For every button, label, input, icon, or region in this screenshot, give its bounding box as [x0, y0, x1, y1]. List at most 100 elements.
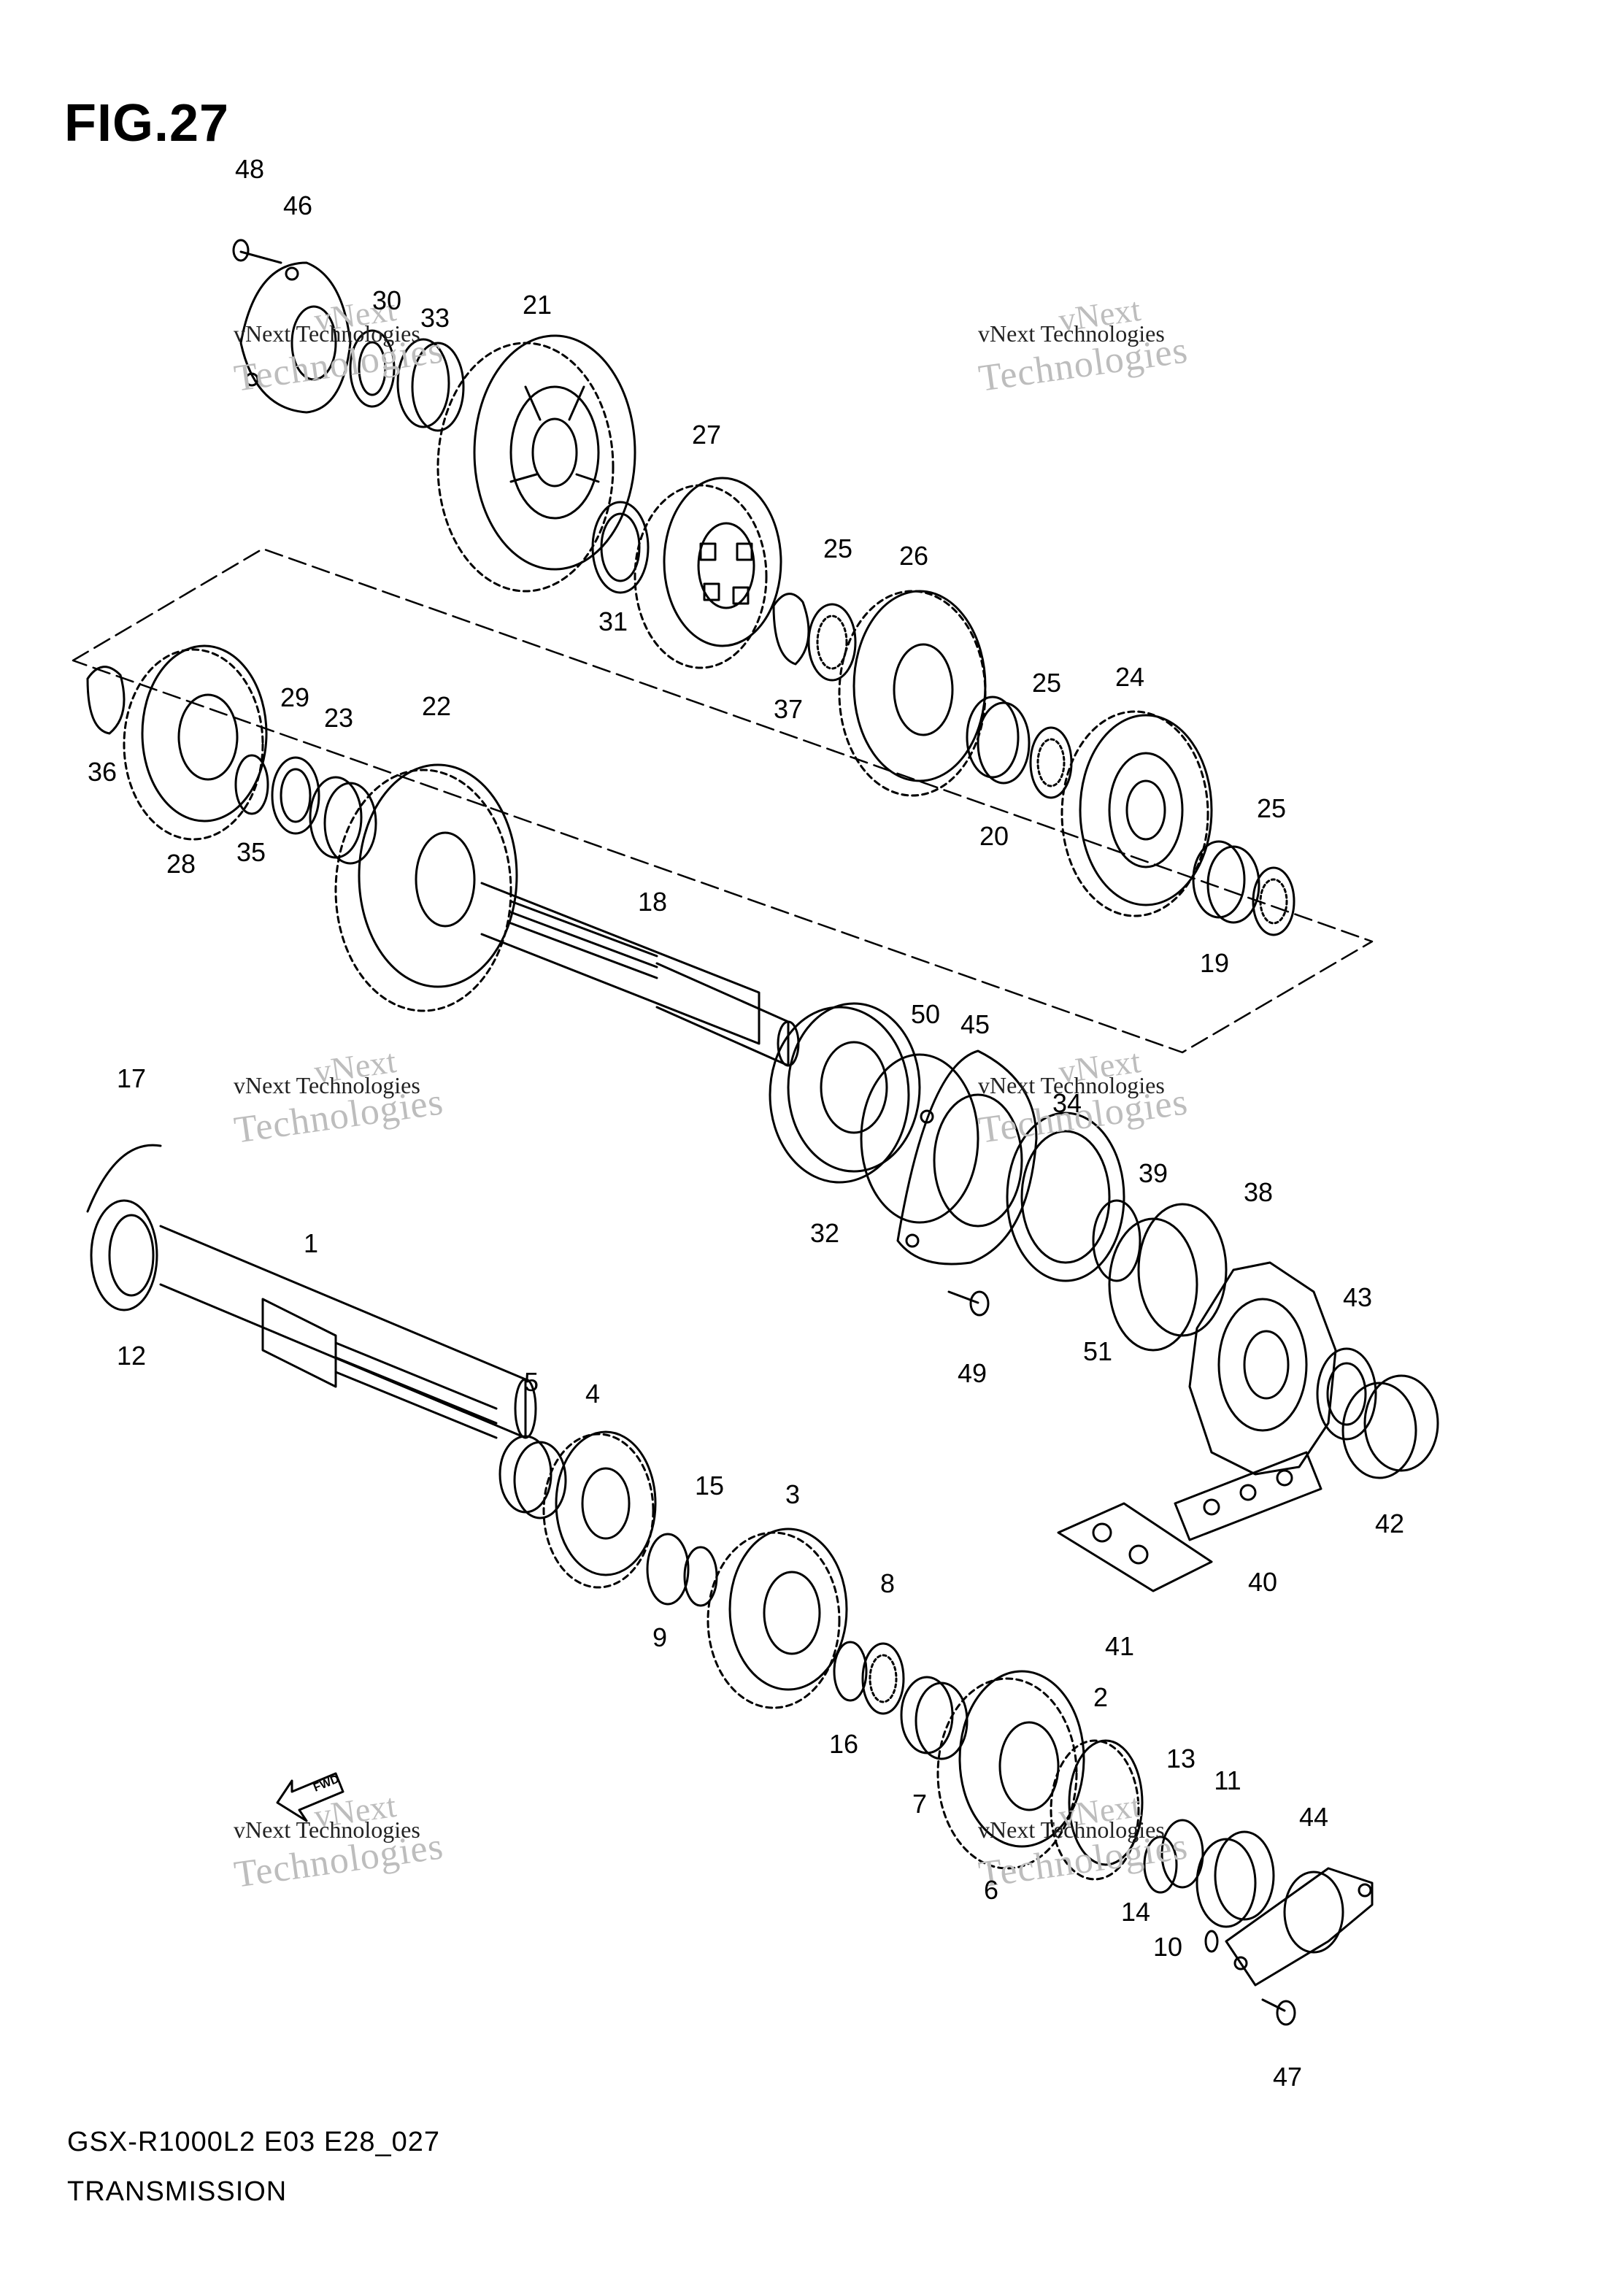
callout-2: 2	[1093, 1682, 1109, 1712]
part-21-gear	[436, 334, 636, 593]
callout-18: 18	[637, 887, 668, 917]
part-36-circlip	[86, 666, 126, 735]
part-2-gear	[1050, 1739, 1144, 1881]
callout-31: 31	[598, 606, 628, 636]
callout-29: 29	[280, 682, 310, 712]
callout-33: 33	[420, 303, 450, 333]
callout-46: 46	[282, 190, 313, 220]
part-25-washer-b	[1029, 726, 1073, 799]
part-18-countershaft	[480, 882, 800, 1067]
callout-41: 41	[1104, 1631, 1135, 1661]
part-43-washer	[1316, 1347, 1377, 1441]
callout-10: 10	[1152, 1932, 1183, 1962]
callout-4: 4	[585, 1379, 601, 1409]
part-22-gear	[334, 763, 518, 1012]
part-40-drive-chain	[1174, 1451, 1322, 1541]
callout-14: 14	[1120, 1897, 1151, 1927]
callout-38: 38	[1243, 1177, 1274, 1207]
callout-3: 3	[785, 1479, 801, 1509]
part-25-washer-a	[807, 603, 857, 682]
callout-13: 13	[1166, 1744, 1196, 1773]
part-8-washer	[861, 1642, 905, 1715]
callout-16: 16	[828, 1729, 859, 1759]
part-30-washer	[349, 329, 396, 408]
callout-23: 23	[323, 703, 354, 733]
part-33-needle-bearing	[396, 338, 465, 432]
callout-43: 43	[1342, 1282, 1373, 1312]
part-15-circlip	[683, 1546, 718, 1607]
callout-17: 17	[116, 1063, 147, 1093]
part-41-chain-joint	[1057, 1502, 1213, 1592]
part-4-gear	[542, 1430, 657, 1589]
part-11-bearing	[1195, 1830, 1275, 1928]
callout-30: 30	[371, 285, 402, 315]
part-37-circlip	[772, 593, 810, 666]
part-39-spacer	[1108, 1203, 1228, 1352]
callout-9: 9	[652, 1622, 668, 1652]
part-44-plate	[1225, 1867, 1374, 1987]
part-7-bushing	[900, 1676, 969, 1760]
fwd-arrow-icon	[276, 1772, 344, 1822]
model-code: GSX-R1000L2 E03 E28_027	[67, 2127, 441, 2157]
part-48-screw	[232, 239, 282, 264]
callout-27: 27	[691, 420, 722, 450]
part-27-gear	[634, 477, 782, 669]
part-47-screw	[1261, 1998, 1296, 2026]
part-3-gear	[706, 1528, 848, 1709]
part-1-mainshaft	[159, 1225, 537, 1439]
part-49-screw	[947, 1290, 990, 1317]
callout-34: 34	[1052, 1088, 1082, 1118]
callout-12: 12	[116, 1341, 147, 1371]
callout-50: 50	[910, 999, 941, 1029]
part-51-o-ring	[1092, 1199, 1141, 1282]
part-38-sprocket	[1188, 1261, 1337, 1476]
part-6-gear	[936, 1670, 1085, 1870]
callout-21: 21	[522, 290, 552, 320]
callout-47: 47	[1272, 2062, 1303, 2092]
part-31-washer	[591, 501, 650, 594]
callout-28: 28	[166, 849, 196, 879]
part-24-gear	[1060, 710, 1213, 917]
callout-49: 49	[957, 1358, 987, 1388]
part-12-oil-seal	[90, 1199, 158, 1311]
figure-title: FIG.27	[64, 94, 230, 153]
part-9-washer	[646, 1533, 690, 1606]
callout-25-a: 25	[823, 533, 853, 563]
part-35-circlip	[234, 754, 269, 815]
part-26-gear	[838, 590, 987, 797]
callout-44: 44	[1298, 1802, 1329, 1832]
part-28-gear	[123, 644, 268, 841]
callout-42: 42	[1374, 1509, 1405, 1538]
part-29-washer	[271, 756, 320, 835]
callout-24: 24	[1114, 662, 1145, 692]
callout-1: 1	[303, 1228, 319, 1258]
part-19-needle-bearing	[1192, 840, 1260, 924]
callout-5: 5	[523, 1367, 539, 1397]
callout-11: 11	[1214, 1765, 1241, 1795]
callout-25-b: 25	[1031, 668, 1062, 698]
assembly-outline	[72, 547, 1374, 1054]
part-16-circlip	[833, 1641, 868, 1702]
part-32-bearing	[769, 1002, 921, 1184]
callout-39: 39	[1138, 1158, 1168, 1188]
callout-19: 19	[1199, 948, 1230, 978]
callout-51: 51	[1082, 1336, 1113, 1366]
part-25-washer-c	[1252, 866, 1295, 936]
part-13-washer	[1160, 1819, 1204, 1889]
callout-6: 6	[983, 1875, 999, 1905]
part-20-needle-bearing	[966, 696, 1031, 785]
callout-8: 8	[879, 1568, 896, 1598]
part-42-bushing	[1341, 1374, 1439, 1479]
callout-26: 26	[898, 541, 929, 571]
callout-25-c: 25	[1256, 793, 1287, 823]
part-14-circlip	[1143, 1835, 1178, 1894]
callout-35: 35	[236, 837, 266, 867]
part-23-bushing	[309, 776, 377, 865]
callout-36: 36	[87, 757, 118, 787]
callout-15: 15	[694, 1471, 725, 1501]
section-name: TRANSMISSION	[67, 2176, 288, 2207]
callout-32: 32	[809, 1218, 840, 1248]
part-34-oil-seal	[1006, 1112, 1125, 1282]
